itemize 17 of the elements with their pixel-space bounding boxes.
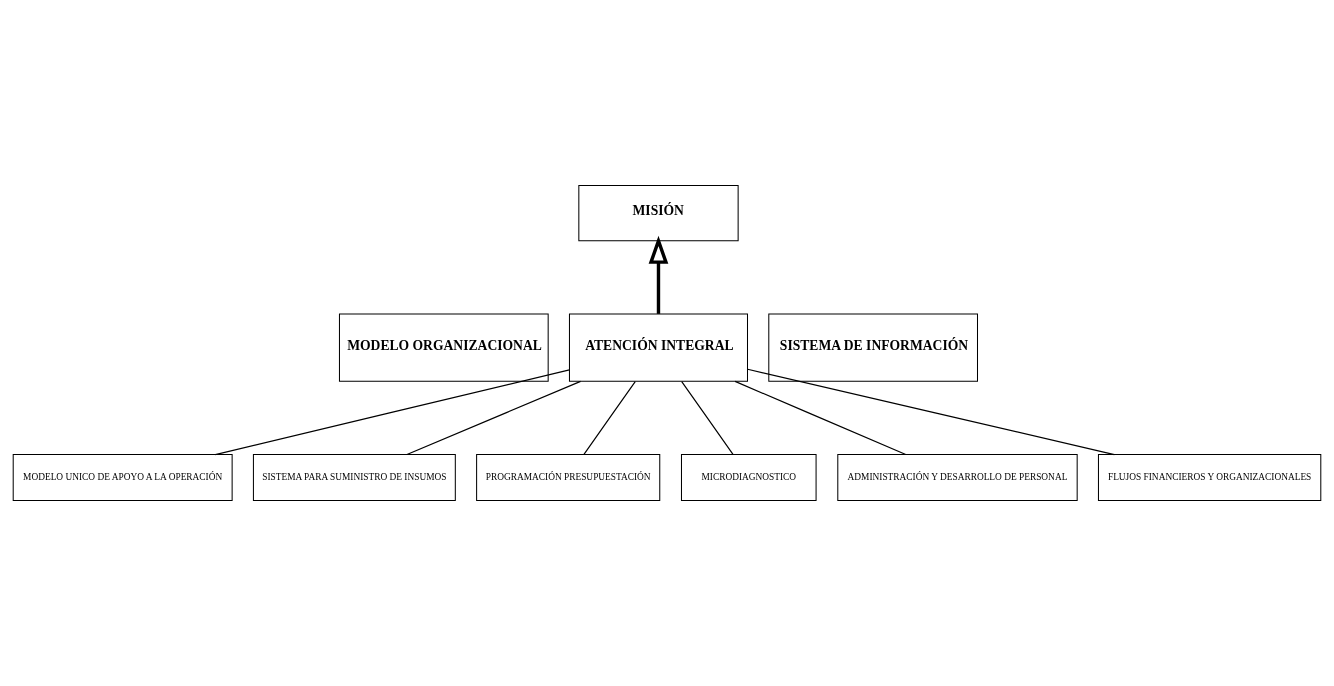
node-box: ADMINISTRACIÓN Y DESARROLLO DE PERSONAL	[837, 454, 1078, 502]
connector	[406, 380, 582, 456]
node-box: MISIÓN	[578, 184, 739, 242]
node-box: ATENCIÓN INTEGRAL	[568, 313, 748, 382]
node-box: SISTEMA DE INFORMACIÓN	[768, 313, 978, 382]
connector	[681, 380, 734, 455]
node-box: MODELO UNICO DE APOYO A LA OPERACIÓN	[12, 454, 233, 502]
node-box: FLUJOS FINANCIEROS Y ORGANIZACIONALES	[1097, 454, 1322, 502]
connector	[214, 369, 570, 456]
arrow	[648, 235, 669, 314]
connector	[734, 380, 907, 456]
node-box: MODELO ORGANIZACIONAL	[338, 313, 549, 382]
node-box: PROGRAMACIÓN PRESUPUESTACIÓN	[476, 454, 661, 502]
connector	[583, 380, 636, 455]
connector	[747, 368, 1115, 456]
node-box: MICRODIAGNOSTICO	[680, 454, 817, 502]
node-box: SISTEMA PARA SUMINISTRO DE INSUMOS	[252, 454, 456, 502]
